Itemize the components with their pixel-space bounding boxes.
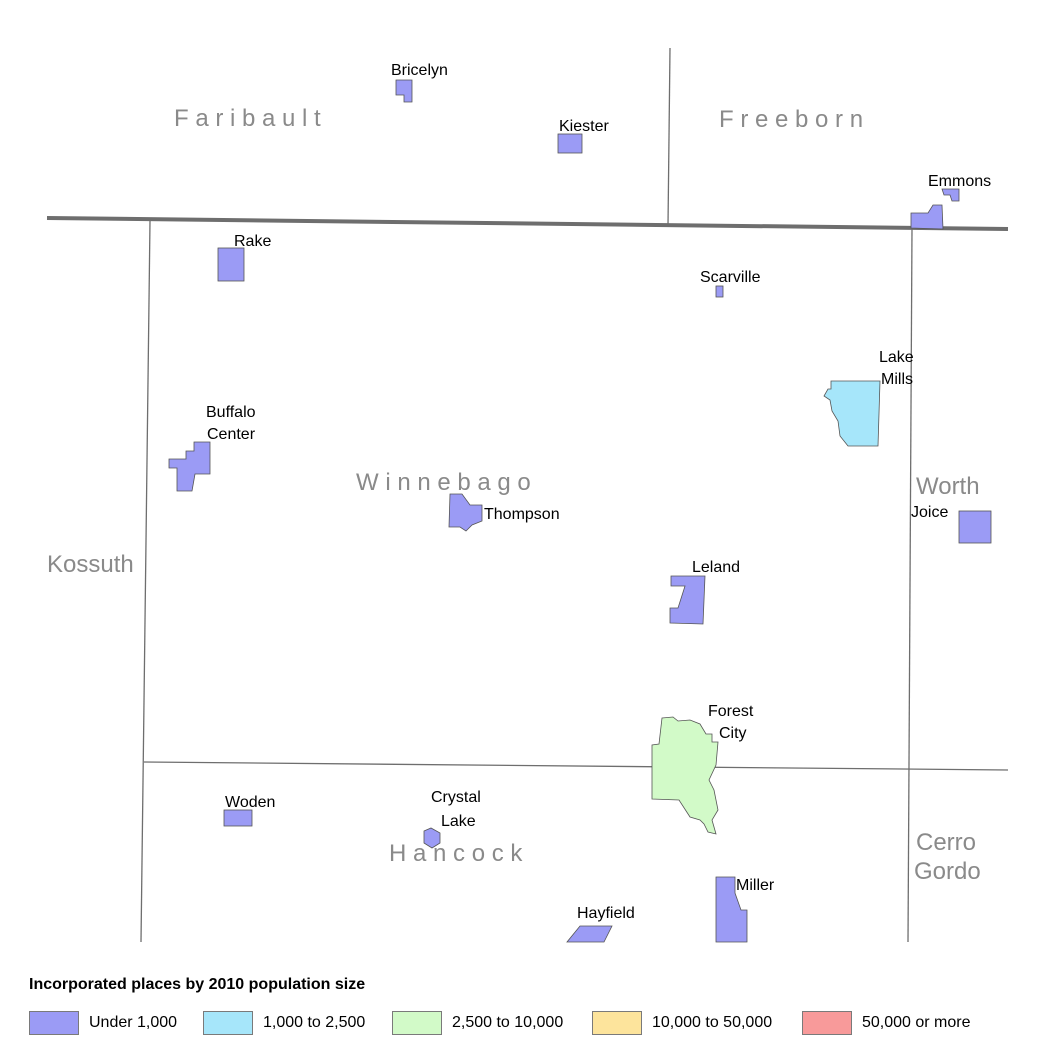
place-label-crystal-lake-line2: Lake	[441, 813, 476, 830]
place-label-hayfield: Hayfield	[577, 905, 635, 922]
legend-swatch-1000-2500	[203, 1011, 253, 1035]
legend-swatch-under-1000	[29, 1011, 79, 1035]
lake-mills-shape	[823, 380, 881, 447]
kossuth-winnebago-border	[140, 220, 151, 943]
woden-shape	[223, 809, 253, 827]
county-label-freeborn: F r e e b o r n	[719, 106, 863, 133]
place-label-leland: Leland	[692, 559, 740, 576]
county-label-kossuth: Kossuth	[47, 551, 134, 578]
county-boundaries	[46, 47, 1009, 943]
place-label-crystal-lake-line1: Crystal	[431, 789, 481, 806]
state-border	[46, 216, 1009, 231]
place-label-kiester: Kiester	[559, 118, 609, 135]
county-label-winnebago: W i n n e b a g o	[356, 469, 531, 496]
legend-label-1000-2500: 1,000 to 2,500	[263, 1014, 366, 1031]
legend-label-under-1000: Under 1,000	[89, 1014, 178, 1031]
place-label-joice: Joice	[911, 504, 948, 521]
legend-label-50000-plus: 50,000 or more	[862, 1014, 971, 1031]
place-label-forest-city-line1: Forest	[708, 703, 754, 720]
kiester-shape	[557, 133, 583, 154]
winnebago-hancock-border	[143, 761, 1009, 771]
rake-shape	[217, 247, 245, 282]
legend-title: Incorporated places by 2010 population s…	[29, 976, 366, 993]
legend-label-10000-50000: 10,000 to 50,000	[652, 1014, 773, 1031]
county-label-cerro-gordo-line2: Gordo	[914, 858, 981, 885]
legend-swatch-10000-50000	[592, 1011, 642, 1035]
buffalo-center-shape	[168, 441, 211, 492]
thompson-shape	[448, 493, 483, 532]
county-label-faribault: F a r i b a u l t	[174, 105, 321, 132]
place-labels: Bricelyn Kiester Emmons Rake Scarville L…	[206, 62, 991, 922]
miller-shape	[715, 876, 748, 943]
place-label-lake-mills-line2: Mills	[881, 371, 913, 388]
crystal-lake-shape	[423, 827, 441, 849]
emmons-shape	[910, 188, 960, 230]
place-label-scarville: Scarville	[700, 269, 761, 286]
place-label-miller: Miller	[736, 877, 775, 894]
county-label-hancock: H a n c o c k	[389, 840, 523, 867]
hayfield-shape	[566, 925, 613, 943]
faribault-freeborn-border	[667, 47, 671, 227]
county-labels: F a r i b a u l t F r e e b o r n W i n …	[47, 105, 981, 885]
place-label-bricelyn: Bricelyn	[391, 62, 448, 79]
forest-city-shape	[651, 716, 719, 835]
joice-shape	[958, 510, 992, 544]
winnebago-worth-border	[907, 228, 913, 943]
bricelyn-shape	[395, 79, 413, 103]
place-label-woden: Woden	[225, 794, 275, 811]
leland-shape	[669, 575, 706, 625]
legend-swatch-2500-10000	[392, 1011, 442, 1035]
place-label-buffalo-center-line2: Center	[207, 426, 256, 443]
place-label-buffalo-center-line1: Buffalo	[206, 404, 256, 421]
legend-label-2500-10000: 2,500 to 10,000	[452, 1014, 564, 1031]
place-label-lake-mills-line1: Lake	[879, 349, 914, 366]
place-label-thompson: Thompson	[484, 506, 560, 523]
county-label-worth: Worth	[916, 473, 980, 500]
place-label-forest-city-line2: City	[719, 725, 747, 742]
places-under-1000	[168, 79, 992, 943]
legend-swatch-50000-plus	[802, 1011, 852, 1035]
place-label-emmons: Emmons	[928, 173, 991, 190]
county-label-cerro-gordo-line1: Cerro	[916, 829, 976, 856]
county-map: F a r i b a u l t F r e e b o r n W i n …	[46, 47, 1009, 943]
scarville-shape	[715, 285, 724, 298]
place-label-rake: Rake	[234, 233, 271, 250]
